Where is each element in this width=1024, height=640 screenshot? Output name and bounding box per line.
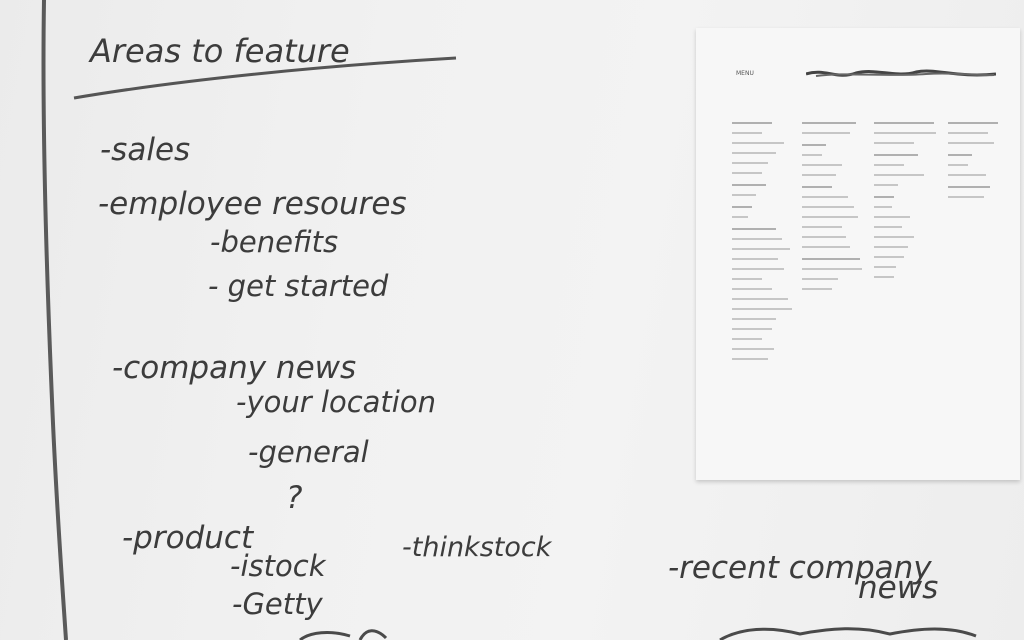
board-item-employee-resources: -employee resoures (98, 186, 407, 222)
board-item-recent-company: -recent company (668, 550, 932, 586)
board-subitem-get-started: - get started (208, 269, 389, 303)
sheet-column-2 (802, 112, 870, 298)
board-subitem-general: -general (248, 435, 369, 469)
board-subitem-istock: -istock (230, 549, 327, 583)
board-item-sales: -sales (100, 132, 190, 168)
board-question-mark: ? (286, 480, 302, 516)
sheet-column-4 (948, 112, 1016, 206)
board-item-product: -product (122, 520, 255, 556)
board-subitem-getty: -Getty (232, 587, 324, 621)
board-subitem-benefits: -benefits (210, 225, 338, 259)
board-item-company-news: -company news (112, 350, 356, 386)
margin-line (41, 0, 68, 640)
board-subitem-your-location: -your location (236, 385, 436, 419)
sheet-column-1 (732, 112, 800, 368)
scribbled-out-text (806, 69, 996, 77)
cut-off-writing-right (719, 627, 977, 640)
printed-sheet: MENU (696, 28, 1020, 480)
board-title: Areas to feature (88, 32, 350, 70)
sheet-column-3 (874, 112, 942, 286)
title-underline (73, 56, 457, 100)
cut-off-writing-left (299, 629, 388, 640)
sheet-header-label: MENU (736, 70, 754, 77)
board-subitem-thinkstock: -thinkstock (402, 532, 553, 563)
board-item-news: news (858, 570, 938, 606)
